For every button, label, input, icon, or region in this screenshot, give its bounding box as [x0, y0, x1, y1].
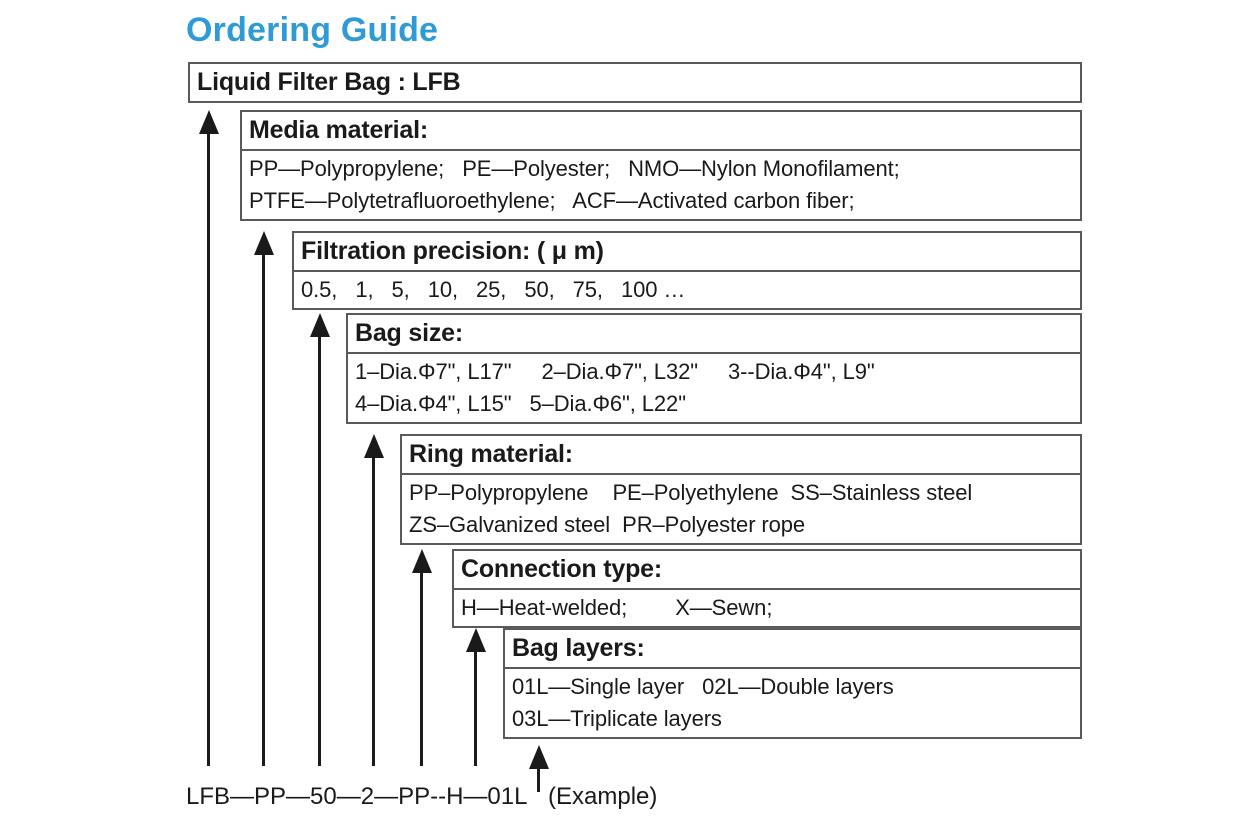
box-ring-material-line-2: ZS–Galvanized steel PR–Polyester rope — [409, 512, 806, 537]
box-bag-layers-line-1: 01L—Single layer 02L—Double layers — [512, 674, 894, 699]
box-filtration-precision-header: Filtration precision: ( μ m) — [294, 233, 1080, 272]
box-media-material-line-1: PP—Polypropylene; PE—Polyester; NMO—Nylo… — [249, 156, 900, 181]
box-ring-material-line-1: PP–Polypropylene PE–Polyethylene SS–Stai… — [409, 480, 973, 505]
arrowhead-ring-material — [412, 549, 432, 573]
box-media-material: Media material: PP—Polypropylene; PE—Pol… — [240, 110, 1082, 221]
box-liquid-filter-bag: Liquid Filter Bag : LFB — [188, 62, 1082, 103]
box-bag-size-body: 1–Dia.Φ7", L17" 2–Dia.Φ7", L32" 3--Dia.Φ… — [348, 354, 1080, 422]
example-note: (Example) — [548, 783, 658, 810]
example-code: LFB—PP—50—2—PP--H—01L — [186, 783, 528, 810]
box-media-material-header: Media material: — [242, 112, 1080, 151]
box-liquid-filter-bag-label: Liquid Filter Bag : LFB — [197, 68, 461, 96]
box-media-material-line-2: PTFE—Polytetrafluoroethylene; ACF—Activa… — [249, 188, 855, 213]
arrowhead-bag-size — [364, 434, 384, 458]
box-bag-size-line-1: 1–Dia.Φ7", L17" 2–Dia.Φ7", L32" 3--Dia.Φ… — [355, 359, 875, 384]
box-ring-material-header: Ring material: — [402, 436, 1080, 475]
leader-line-lfb — [207, 133, 210, 766]
arrowhead-lfb — [199, 110, 219, 134]
arrowhead-filtration-precision — [310, 313, 330, 337]
box-filtration-precision: Filtration precision: ( μ m) 0.5, 1, 5, … — [292, 231, 1082, 310]
box-bag-layers: Bag layers: 01L—Single layer 02L—Double … — [503, 628, 1082, 739]
box-bag-layers-header: Bag layers: — [505, 630, 1080, 669]
arrowhead-connection-type — [466, 628, 486, 652]
box-bag-size-header: Bag size: — [348, 315, 1080, 354]
leader-line-media-material — [262, 254, 265, 766]
arrowhead-bag-layers — [529, 745, 549, 769]
box-bag-size: Bag size: 1–Dia.Φ7", L17" 2–Dia.Φ7", L32… — [346, 313, 1082, 424]
box-ring-material: Ring material: PP–Polypropylene PE–Polye… — [400, 434, 1082, 545]
box-bag-size-line-2: 4–Dia.Φ4", L15" 5–Dia.Φ6", L22" — [355, 391, 686, 416]
box-bag-layers-body: 01L—Single layer 02L—Double layers 03L—T… — [505, 669, 1080, 737]
box-filtration-precision-body: 0.5, 1, 5, 10, 25, 50, 75, 100 … — [294, 272, 1080, 308]
box-filtration-precision-line-1: 0.5, 1, 5, 10, 25, 50, 75, 100 … — [301, 277, 686, 302]
box-connection-type-header: Connection type: — [454, 551, 1080, 590]
leader-line-filtration-precision — [318, 336, 321, 766]
box-connection-type-body: H—Heat-welded; X—Sewn; — [454, 590, 1080, 626]
leader-line-bag-layers — [537, 768, 540, 792]
leader-line-connection-type — [474, 651, 477, 766]
box-connection-type-line-1: H—Heat-welded; X—Sewn; — [461, 595, 773, 620]
box-bag-layers-line-2: 03L—Triplicate layers — [512, 706, 722, 731]
leader-line-ring-material — [420, 572, 423, 766]
leader-line-bag-size — [372, 457, 375, 766]
box-media-material-body: PP—Polypropylene; PE—Polyester; NMO—Nylo… — [242, 151, 1080, 219]
box-ring-material-body: PP–Polypropylene PE–Polyethylene SS–Stai… — [402, 475, 1080, 543]
page-title: Ordering Guide — [186, 11, 439, 49]
box-connection-type: Connection type: H—Heat-welded; X—Sewn; — [452, 549, 1082, 628]
arrowhead-media-material — [254, 231, 274, 255]
